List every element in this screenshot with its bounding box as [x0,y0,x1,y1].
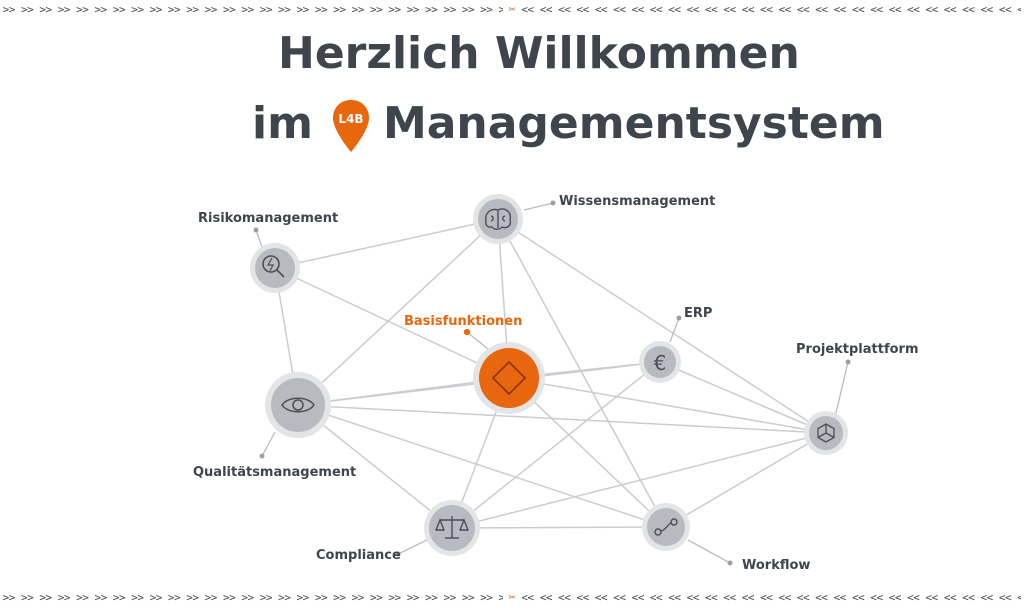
diamond-icon [491,360,527,396]
edges [274,218,827,529]
edge [508,377,827,434]
label-projektplattform: Projektplattform [796,342,919,357]
node-risikomanagement[interactable]: Risikomanagement [198,211,338,293]
magnifier-icon [262,255,285,278]
eye-icon [281,397,315,413]
node-projektplattform[interactable]: Projektplattform [796,342,919,455]
page-title-line2: im L4B Managementsystem [0,96,1024,152]
edge [659,361,827,434]
scissors-icon: ✂ [508,2,516,16]
label-compliance: Compliance [316,548,401,563]
border-marks-left: >> >> >> >> >> >> >> >> >> >> >> >> >> >… [2,590,503,604]
label-connectors [253,200,851,566]
label-qualitaetsmanagement: Qualitätsmanagement [193,465,356,480]
network-icon [817,423,835,443]
scissors-icon: ✂ [508,590,516,604]
label-wissensmanagement: Wissensmanagement [559,194,715,209]
edge [274,218,499,269]
edge [508,377,667,528]
border-marks-right: << << << << << << << << << << << << << <… [521,2,1022,16]
bottom-border: >> >> >> >> >> >> >> >> >> >> >> >> >> >… [0,588,1024,606]
euro-icon: € [654,351,667,375]
brain-icon [484,208,512,230]
edge [497,218,667,528]
label-basisfunktionen: Basisfunktionen [404,314,522,329]
edge [451,526,667,529]
edge [451,432,827,529]
title-suffix: Managementsystem [382,98,885,149]
logo-text: L4B [338,112,363,126]
scales-icon [434,516,470,539]
label-risikomanagement: Risikomanagement [198,211,338,226]
edge [497,218,827,434]
border-marks-left: >> >> >> >> >> >> >> >> >> >> >> >> >> >… [2,2,503,16]
title-prefix: im [252,98,313,149]
node-qualitaetsmanagement[interactable]: Qualitätsmanagement [193,372,356,480]
label-erp: ERP [684,306,712,321]
node-workflow[interactable]: Workflow [642,503,810,573]
label-workflow: Workflow [742,558,810,573]
border-marks-right: << << << << << << << << << << << << << <… [521,590,1022,604]
l4b-logo-pin-icon: L4B [332,100,369,152]
top-border: >> >> >> >> >> >> >> >> >> >> >> >> >> >… [0,0,1024,18]
workflow-icon [654,518,678,536]
node-compliance[interactable]: Compliance [316,500,480,563]
node-wissensmanagement[interactable]: Wissensmanagement [473,194,715,244]
node-basisfunktionen[interactable]: Basisfunktionen [404,314,545,414]
edge [297,404,667,528]
node-erp[interactable]: € ERP [639,306,712,383]
edge [451,361,661,529]
edge [297,404,827,434]
edge [274,267,510,379]
edge [297,218,499,406]
edge [665,432,827,528]
page-title-line1: Herzlich Willkommen [278,28,800,79]
